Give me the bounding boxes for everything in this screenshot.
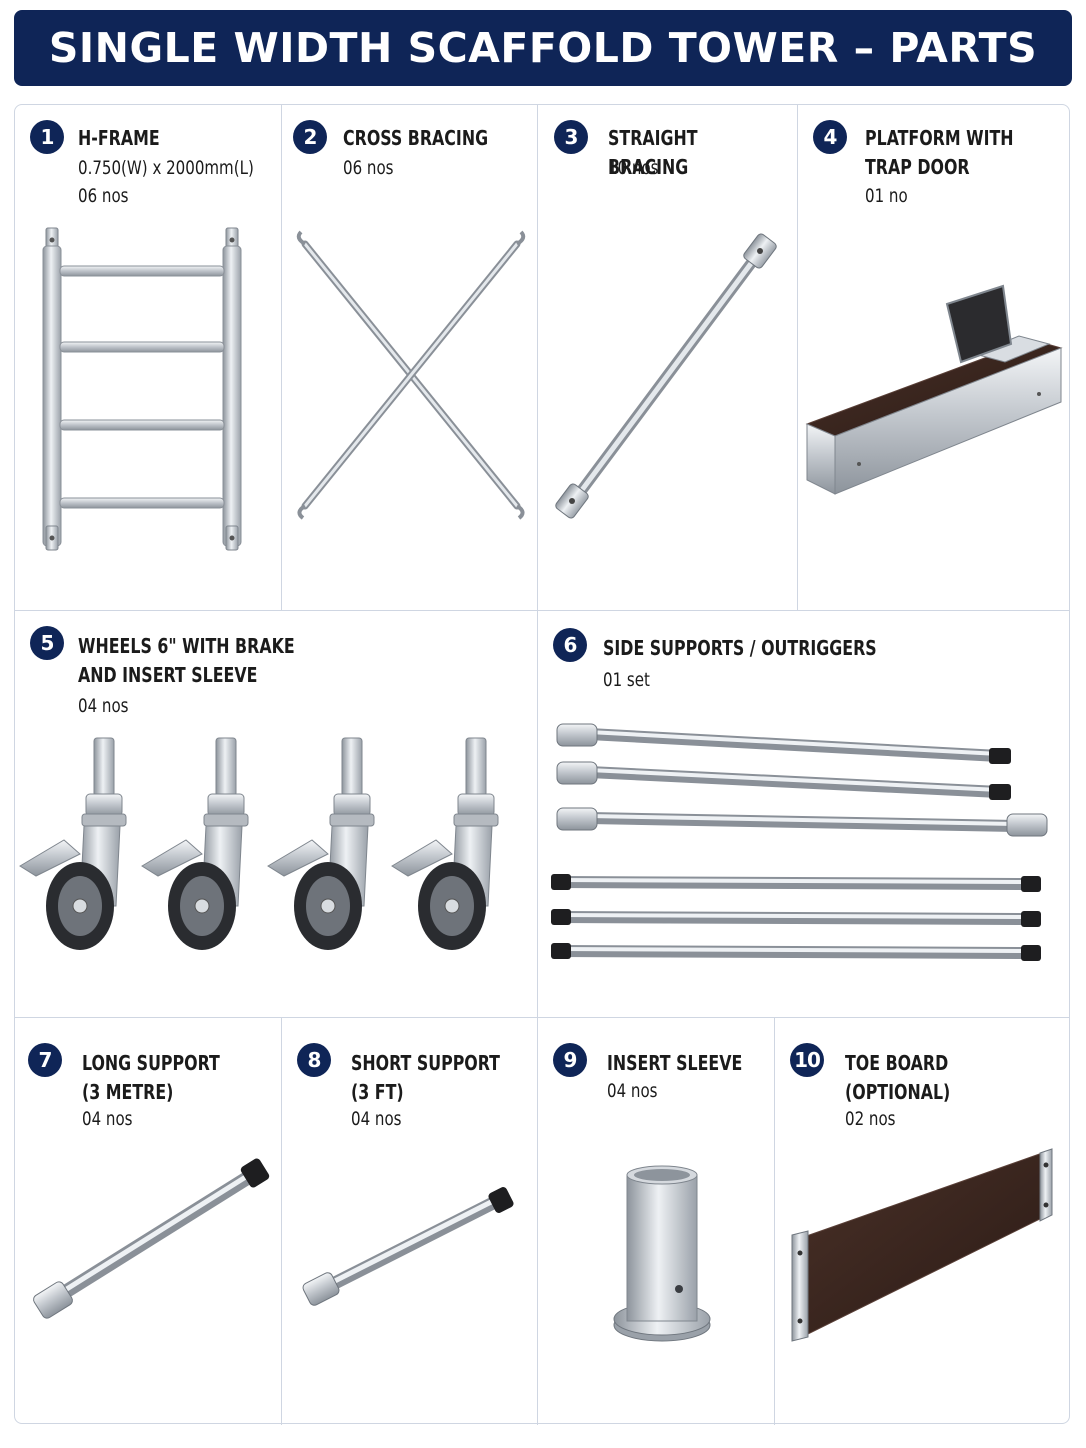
part-number-badge: 4 bbox=[813, 120, 847, 154]
part-number-badge: 5 bbox=[30, 626, 64, 660]
col-divider bbox=[537, 610, 538, 1017]
part-card-long-support: 7 LONG SUPPORT (3 METRE) 04 nos bbox=[14, 1017, 281, 1425]
col-divider bbox=[281, 105, 282, 610]
part-name: TOE BOARD (OPTIONAL) bbox=[845, 1051, 951, 1104]
part-quantity: 01 no bbox=[865, 185, 908, 207]
wheel-set-icon bbox=[19, 737, 499, 951]
part-dimension: 0.750(W) x 2000mm(L) bbox=[78, 157, 254, 179]
parts-grid bbox=[14, 104, 1070, 1425]
part-name: WHEELS 6" WITH BRAKE AND INSERT SLEEVE bbox=[78, 634, 295, 687]
part-quantity: 04 nos bbox=[78, 695, 129, 717]
part-quantity: 04 nos bbox=[82, 1108, 133, 1130]
outrigger-icon bbox=[551, 723, 1048, 961]
part-card-outriggers: 6 SIDE SUPPORTS / OUTRIGGERS 01 set bbox=[537, 610, 1069, 1017]
cross-bracing-icon bbox=[296, 230, 526, 520]
part-name: CROSS BRACING bbox=[343, 126, 489, 150]
col-divider bbox=[774, 1017, 775, 1425]
part-name: LONG SUPPORT (3 METRE) bbox=[82, 1051, 220, 1104]
part-number-badge: 6 bbox=[553, 628, 587, 662]
part-number-badge: 10 bbox=[790, 1043, 824, 1077]
page-title: SINGLE WIDTH SCAFFOLD TOWER – PARTS bbox=[48, 24, 1038, 72]
part-quantity: 10 nos bbox=[608, 157, 659, 179]
part-card-platform: 4 PLATFORM WITH TRAP DOOR 01 no bbox=[797, 104, 1069, 610]
long-support-icon bbox=[33, 1158, 270, 1319]
part-quantity: 04 nos bbox=[351, 1108, 402, 1130]
row-divider bbox=[15, 1017, 1069, 1018]
toe-board-icon bbox=[791, 1148, 1053, 1342]
col-divider bbox=[281, 1017, 282, 1425]
part-number-badge: 9 bbox=[553, 1043, 587, 1077]
part-card-h-frame: 1 H-FRAME 0.750(W) x 2000mm(L) 06 nos bbox=[14, 104, 281, 610]
part-quantity: 06 nos bbox=[343, 157, 394, 179]
part-number-badge: 8 bbox=[297, 1043, 331, 1077]
part-name: SHORT SUPPORT (3 FT) bbox=[351, 1051, 500, 1104]
part-quantity: 04 nos bbox=[607, 1080, 658, 1102]
part-name: H-FRAME bbox=[78, 126, 160, 150]
part-number-badge: 7 bbox=[28, 1043, 62, 1077]
part-name: SIDE SUPPORTS / OUTRIGGERS bbox=[603, 636, 877, 660]
platform-icon bbox=[805, 284, 1063, 495]
col-divider bbox=[537, 1017, 538, 1425]
part-card-insert-sleeve: 9 INSERT SLEEVE 04 nos bbox=[537, 1017, 774, 1425]
part-quantity: 01 set bbox=[603, 669, 650, 691]
row-divider bbox=[15, 610, 1069, 611]
part-number-badge: 2 bbox=[293, 120, 327, 154]
header-banner: SINGLE WIDTH SCAFFOLD TOWER – PARTS bbox=[14, 10, 1072, 86]
h-frame-icon bbox=[42, 227, 242, 551]
part-card-wheels: 5 WHEELS 6" WITH BRAKE AND INSERT SLEEVE… bbox=[14, 610, 537, 1017]
part-quantity: 02 nos bbox=[845, 1108, 896, 1130]
part-name: PLATFORM WITH TRAP DOOR bbox=[865, 126, 1014, 179]
part-number-badge: 1 bbox=[30, 120, 64, 154]
insert-sleeve-icon bbox=[613, 1165, 711, 1342]
part-name: STRAIGHT BRACING bbox=[608, 126, 698, 179]
col-divider bbox=[797, 105, 798, 610]
part-card-straight-bracing: 3 STRAIGHT BRACING 10 nos bbox=[537, 104, 797, 610]
part-quantity: 06 nos bbox=[78, 185, 129, 207]
short-support-icon bbox=[302, 1187, 514, 1306]
col-divider bbox=[537, 105, 538, 610]
part-number-badge: 3 bbox=[554, 120, 588, 154]
straight-bracing-icon bbox=[555, 233, 777, 519]
part-name: INSERT SLEEVE bbox=[607, 1051, 743, 1075]
part-card-cross-bracing: 2 CROSS BRACING 06 nos bbox=[281, 104, 537, 610]
part-card-toe-board: 10 TOE BOARD (OPTIONAL) 02 nos bbox=[774, 1017, 1069, 1425]
part-card-short-support: 8 SHORT SUPPORT (3 FT) 04 nos bbox=[281, 1017, 537, 1425]
